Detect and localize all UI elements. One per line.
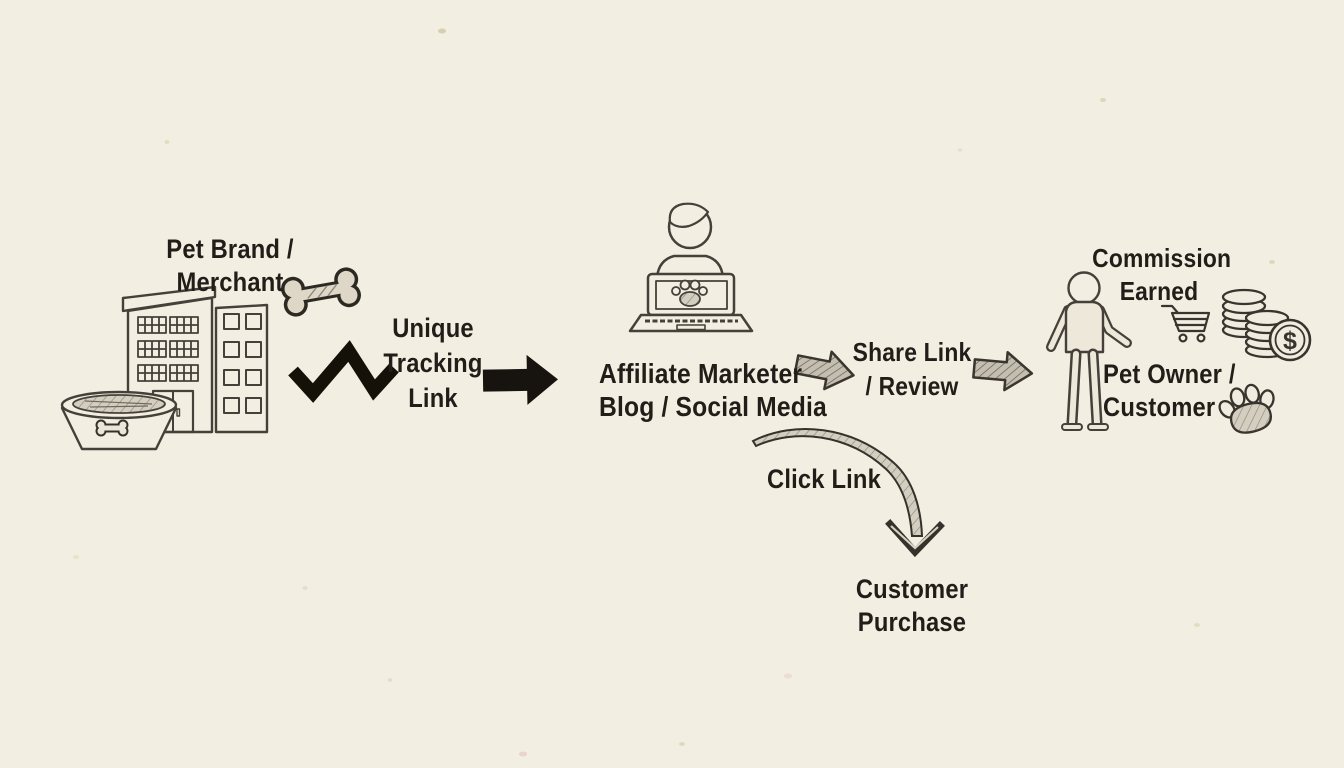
paw-print-icon: [1218, 383, 1275, 434]
share-link-label: Share Link / Review: [852, 337, 972, 401]
black-arrow-icon: [482, 354, 558, 405]
commission-label: Commission Earned: [1092, 243, 1232, 306]
paper-speckles: [73, 28, 1275, 757]
pet-bowl-icon: [60, 390, 178, 451]
dollar-sign: $: [1283, 327, 1297, 355]
coins-icon: $: [1221, 288, 1312, 362]
merchant-label: Pet Brand / Merchant: [166, 234, 294, 297]
gray-arrow-icon: [972, 350, 1034, 392]
dog-bone-icon: [281, 267, 361, 317]
person-icon: [1046, 271, 1132, 431]
click-link-label: Click Link: [767, 464, 882, 494]
pet-owner-label: Pet Owner / Customer: [1103, 359, 1236, 422]
laptop-person-icon: [628, 202, 754, 333]
zigzag-connector: [288, 340, 399, 403]
shopping-cart-icon: [1160, 304, 1211, 343]
curved-arrow-icon: [751, 427, 945, 558]
customer-purchase-label: Customer Purchase: [855, 574, 969, 637]
affiliate-label: Affiliate Marketer Blog / Social Media: [599, 358, 827, 422]
tracking-link-label: Unique Tracking Link: [383, 313, 483, 413]
paw-print-icon: [671, 279, 708, 307]
gray-arrow-icon: [793, 350, 855, 391]
